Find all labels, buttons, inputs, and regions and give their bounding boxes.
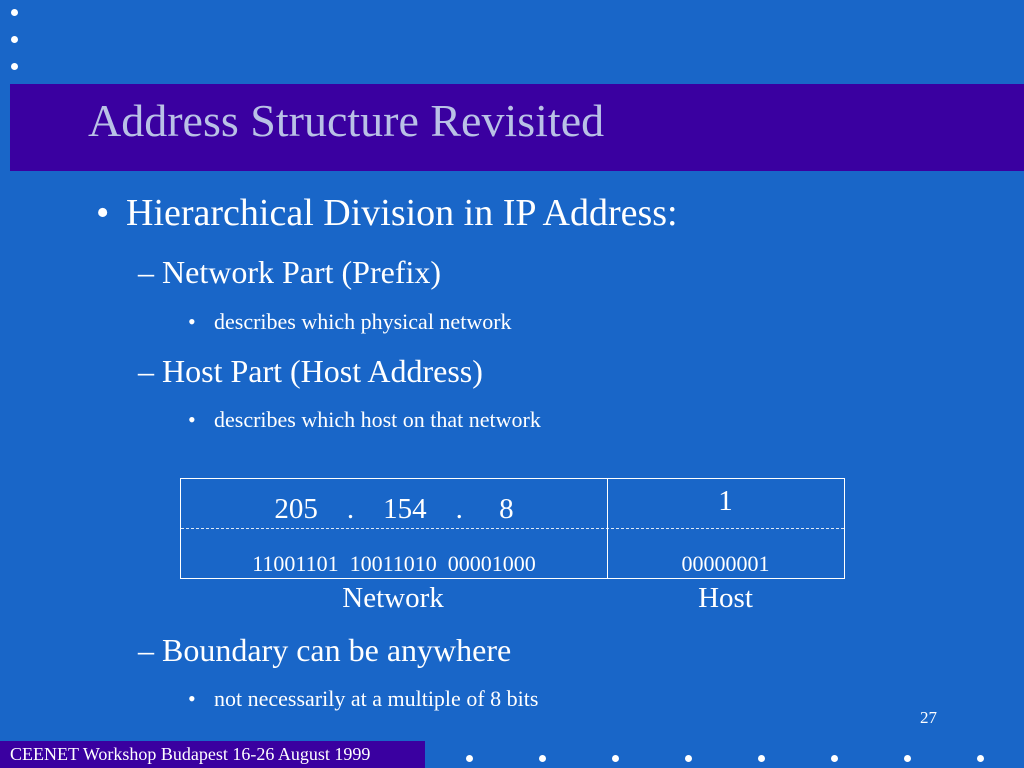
- bullet-hierarchical-division: • Hierarchical Division in IP Address:: [96, 191, 678, 235]
- decor-dot: [612, 755, 619, 762]
- sub-bullet-text: Host Part (Host Address): [162, 353, 483, 389]
- decor-dot: [11, 63, 18, 70]
- network-binary-cell: 11001101 10011010 00001000: [252, 551, 536, 576]
- network-column-label: Network: [342, 582, 444, 614]
- detail-text: describes which host on that network: [214, 407, 541, 432]
- host-binary-cell: 00000001: [681, 551, 770, 576]
- decor-dot: [466, 755, 473, 762]
- title-band: [10, 84, 1024, 171]
- dash-marker: –: [138, 353, 154, 389]
- decor-dot: [758, 755, 765, 762]
- sub-bullet-text: Network Part (Prefix): [162, 254, 442, 290]
- bullet-marker: •: [96, 192, 110, 234]
- sub-bullet-boundary: – Boundary can be anywhere: [138, 632, 511, 669]
- sub-bullet-text: Boundary can be anywhere: [162, 632, 512, 668]
- ip-address-table: 205 . 154 . 8 1 11001101 10011010 000010…: [180, 478, 845, 579]
- decor-dot: [11, 36, 18, 43]
- table-row-divider: [181, 528, 844, 529]
- bullet-marker: •: [188, 686, 196, 711]
- decor-dot: [831, 755, 838, 762]
- bullet-text: Hierarchical Division in IP Address:: [126, 192, 678, 234]
- decor-dot: [977, 755, 984, 762]
- detail-host-desc: • describes which host on that network: [188, 407, 541, 433]
- host-column-label: Host: [698, 582, 753, 614]
- page-number: 27: [920, 708, 937, 727]
- bullet-marker: •: [188, 407, 196, 432]
- decorative-dots-bottom: [466, 755, 1024, 762]
- decor-dot: [539, 755, 546, 762]
- decor-dot: [685, 755, 692, 762]
- detail-boundary-desc: • not necessarily at a multiple of 8 bits: [188, 686, 538, 712]
- detail-text: describes which physical network: [214, 309, 512, 334]
- network-decimal-cell: 205 . 154 . 8: [274, 493, 514, 525]
- sub-bullet-network-part: – Network Part (Prefix): [138, 254, 441, 291]
- dash-marker: –: [138, 632, 154, 668]
- slide-title: Address Structure Revisited: [88, 95, 605, 146]
- decorative-dots-left: [11, 9, 25, 90]
- bullet-marker: •: [188, 309, 196, 334]
- decor-dot: [904, 755, 911, 762]
- sub-bullet-host-part: – Host Part (Host Address): [138, 353, 483, 390]
- detail-text: not necessarily at a multiple of 8 bits: [214, 686, 539, 711]
- detail-network-desc: • describes which physical network: [188, 309, 512, 335]
- host-decimal-cell: 1: [718, 485, 733, 517]
- decor-dot: [11, 9, 18, 16]
- footer-label: CEENET Workshop Budapest 16-26 August 19…: [0, 741, 425, 768]
- dash-marker: –: [138, 254, 154, 290]
